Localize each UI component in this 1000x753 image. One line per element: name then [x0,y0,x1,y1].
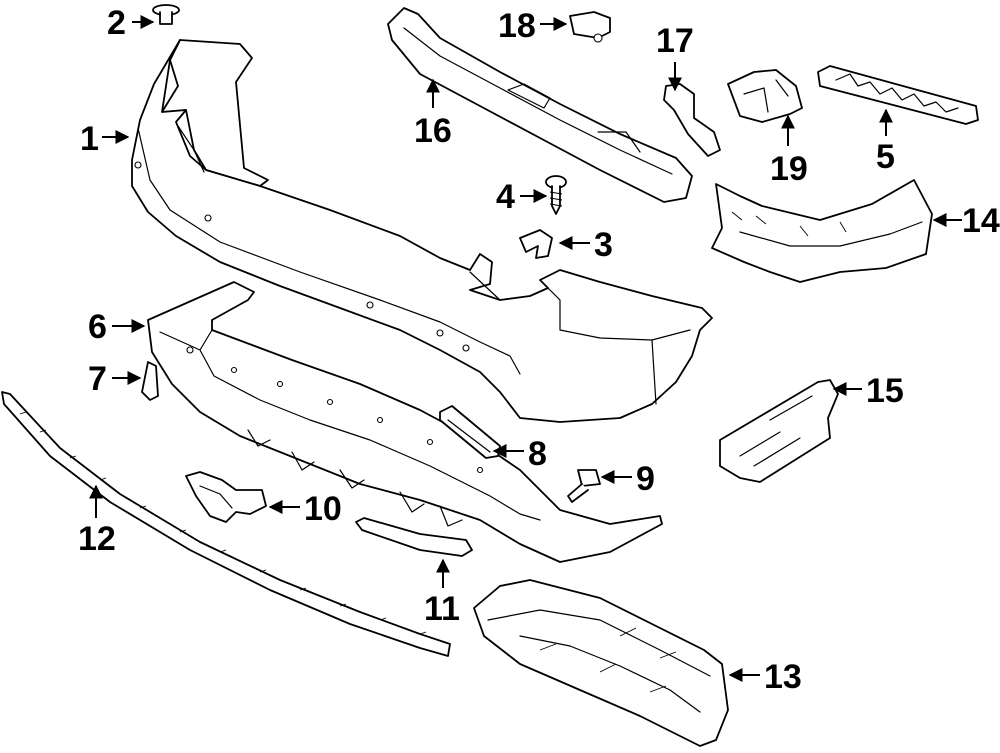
callout-17: 17 [656,22,694,60]
part-18-connector [569,11,611,43]
callout-18: 18 [498,7,536,45]
callout-13: 13 [764,658,802,696]
part-6-lower-valance [147,281,663,563]
callout-9: 9 [636,460,655,498]
part-19-sensor [727,69,803,123]
callout-6: 6 [88,308,107,346]
part-17-bracket [663,83,721,157]
callout-19: 19 [770,150,808,188]
part-10-bracket [185,471,267,523]
part-4-screw [545,175,567,215]
leader-lines [89,15,962,682]
part-11-trim-strip [355,517,473,557]
callout-10: 10 [304,490,342,528]
callout-2: 2 [107,4,126,42]
part-9-bolt [567,469,601,503]
part-13-lower-deflector [473,579,729,747]
callout-4: 4 [496,178,515,216]
callout-8: 8 [528,435,547,473]
callout-11: 11 [424,590,460,628]
callout-5: 5 [876,138,895,176]
part-14-air-guide [711,179,933,283]
part-2-clip [152,4,180,25]
part-16-reinforcement-beam [387,7,693,203]
callout-1: 1 [80,120,99,158]
callout-14: 14 [962,202,1000,240]
part-15-bracket [719,379,839,483]
callout-12: 12 [78,520,116,558]
callout-3: 3 [594,226,613,264]
part-5-retainer-bar [817,65,979,125]
callout-labels: 1 2 3 4 5 6 7 8 9 10 11 12 13 14 15 16 1… [78,4,1000,696]
callout-7: 7 [88,360,107,398]
part-3-bracket [519,229,553,259]
part-1-bumper-cover [131,39,713,423]
callout-15: 15 [866,372,904,410]
callout-16: 16 [414,112,452,150]
part-7-cap [141,361,159,401]
